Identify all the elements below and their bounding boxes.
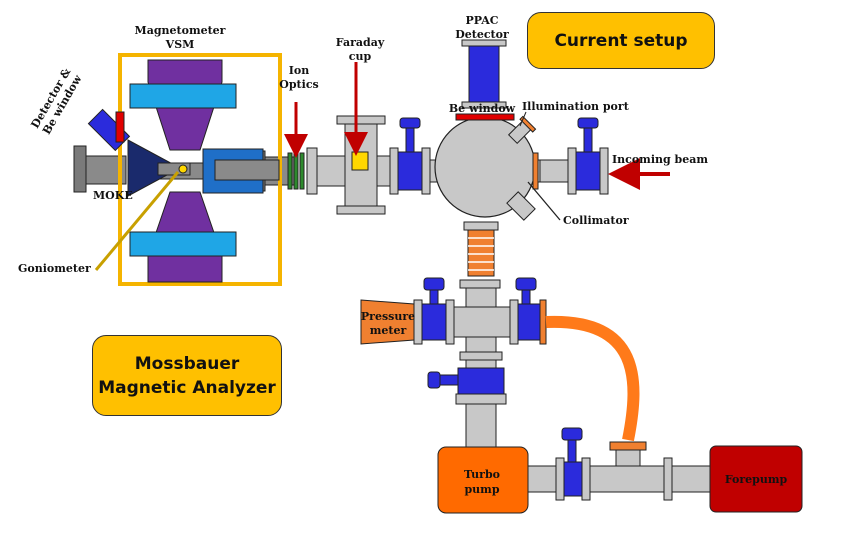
detector-be-plate	[115, 111, 125, 143]
magnetometer-label-line1: Magnetometer	[135, 24, 226, 37]
coil-bottom	[129, 231, 237, 257]
illumination-pointer	[519, 111, 527, 127]
valve-right-stem	[583, 127, 593, 153]
faraday-label-line2: cup	[349, 50, 372, 63]
analyzer	[87, 53, 282, 286]
bellows	[467, 229, 495, 277]
current-setup-box: Current setup	[527, 12, 715, 69]
turbo-pump-label-line1: Turbo	[464, 468, 500, 481]
magnetometer-label-line2: VSM	[165, 38, 195, 51]
faraday-top-flange	[336, 115, 386, 125]
collimator-pointer	[527, 181, 561, 221]
ion-optics-label-line2: Optics	[279, 78, 318, 91]
pressure-meter-label-line2: meter	[370, 324, 407, 337]
ppac-label-line2: Detector	[455, 28, 509, 41]
goniometer-line	[94, 171, 180, 271]
valve-right-flange-b	[599, 147, 609, 195]
valve-left-flange-b	[421, 147, 431, 195]
valve-right-knob	[577, 117, 599, 129]
ion-optics-label-line1: Ion	[289, 64, 309, 77]
detector-label-group: Detector & Be window	[29, 66, 85, 137]
valve-left-flange-a	[389, 147, 399, 195]
moke-label: MOKE	[93, 189, 133, 202]
faraday-cup	[351, 151, 369, 171]
incoming-beam-label: Incoming beam	[612, 153, 708, 166]
ppac-label-line1: PPAC	[465, 14, 498, 27]
pressure-meter	[360, 299, 415, 345]
turbo-pump-label-line2: pump	[464, 483, 499, 496]
left-end-flange	[73, 145, 87, 193]
ion-optics-ring-2	[293, 152, 299, 190]
bottom-pump-line	[437, 427, 803, 514]
vsm-rod	[214, 159, 280, 181]
valve-right-flange-a	[567, 147, 577, 195]
goniometer-label: Goniometer	[18, 262, 91, 275]
valve-right-body	[575, 151, 601, 191]
analyzer-title-box: Mossbauer Magnetic Analyzer	[92, 335, 282, 416]
collimator-label: Collimator	[563, 214, 629, 227]
analyzer-title-line2: Magnetic Analyzer	[98, 377, 276, 398]
current-setup-text: Current setup	[554, 30, 688, 51]
pressure-meter-label-line1: Pressure	[361, 310, 415, 323]
valve-left-body	[397, 151, 423, 191]
moke	[127, 139, 182, 197]
ion-optics-ring-1	[287, 152, 293, 190]
sample	[178, 164, 188, 174]
coil-top	[129, 83, 237, 109]
valve-left-stem	[405, 127, 415, 153]
hose	[545, 315, 640, 442]
gate-valve	[457, 367, 505, 395]
ion-optics-ring-3	[299, 152, 305, 190]
forepump-label: Forepump	[725, 473, 788, 486]
lower-port	[506, 191, 536, 221]
right-tube	[539, 159, 571, 183]
faraday-label-line1: Faraday	[336, 36, 385, 49]
faraday-bottom-flange	[336, 205, 386, 215]
pumping-line	[413, 221, 547, 449]
forepump-body	[709, 445, 803, 513]
flange-ion-optics	[306, 147, 318, 195]
illumination-port-label: Illumination port	[522, 100, 630, 113]
illumination-port	[507, 115, 537, 145]
analyzer-title-line1: Mossbauer	[134, 353, 240, 374]
valve-left-knob	[399, 117, 421, 129]
be-window	[455, 113, 515, 121]
analyzer-frame	[118, 53, 282, 286]
be-window-label: Be window	[449, 102, 516, 115]
ppac-detector	[455, 39, 515, 121]
collimator	[532, 152, 539, 190]
